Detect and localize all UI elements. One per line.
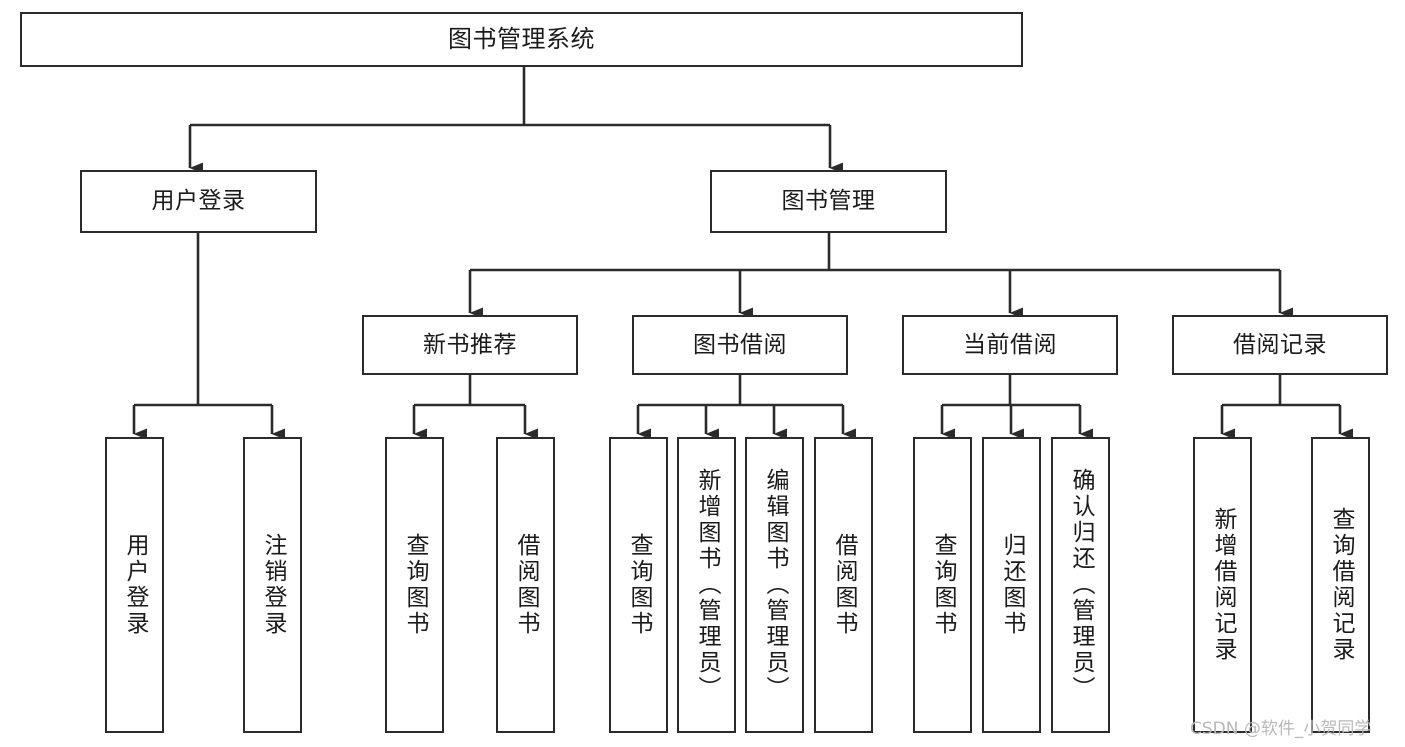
leaf-borrow-book-new-label: 借阅图书 — [513, 533, 539, 637]
leaf-query-book-borrow-label: 查询图书 — [626, 533, 652, 637]
leaf-add-book-admin-label: 新增图书（管理员） — [694, 468, 720, 702]
leaf-edit-book-admin-label: 编辑图书（管理员） — [762, 468, 788, 702]
csdn-watermark: CSDN @软件_小贺同学 — [1190, 719, 1372, 739]
leaf-add-book-admin[interactable]: 新增图书（管理员） — [677, 437, 736, 733]
leaf-query-book-borrow[interactable]: 查询图书 — [609, 437, 668, 733]
node-book-management[interactable]: 图书管理 — [710, 170, 947, 233]
leaf-borrow-book-borrow[interactable]: 借阅图书 — [814, 437, 873, 733]
leaf-borrow-book-new[interactable]: 借阅图书 — [496, 437, 555, 733]
node-new-book-recommendation-label: 新书推荐 — [423, 331, 517, 358]
leaf-edit-book-admin[interactable]: 编辑图书（管理员） — [745, 437, 804, 733]
leaf-user-login[interactable]: 用户登录 — [105, 437, 164, 733]
node-borrowing-record[interactable]: 借阅记录 — [1172, 315, 1388, 375]
leaf-query-borrow-record-label: 查询借阅记录 — [1328, 507, 1354, 663]
leaf-borrow-book-borrow-label: 借阅图书 — [831, 533, 857, 637]
leaf-return-book-label: 归还图书 — [999, 533, 1025, 637]
leaf-query-book-current[interactable]: 查询图书 — [913, 437, 972, 733]
leaf-query-book-current-label: 查询图书 — [930, 533, 956, 637]
leaf-add-borrow-record[interactable]: 新增借阅记录 — [1193, 437, 1252, 733]
node-user-login-label: 用户登录 — [151, 188, 246, 215]
node-root[interactable]: 图书管理系统 — [20, 12, 1023, 67]
node-book-management-label: 图书管理 — [781, 188, 876, 215]
node-current-borrowing-label: 当前借阅 — [963, 331, 1057, 358]
leaf-query-book-new-label: 查询图书 — [402, 533, 428, 637]
leaf-logout-label: 注销登录 — [260, 533, 286, 637]
node-book-borrowing[interactable]: 图书借阅 — [632, 315, 848, 375]
leaf-user-login-label: 用户登录 — [122, 533, 148, 637]
leaf-query-borrow-record[interactable]: 查询借阅记录 — [1311, 437, 1370, 733]
node-book-borrowing-label: 图书借阅 — [693, 331, 787, 358]
node-new-book-recommendation[interactable]: 新书推荐 — [362, 315, 578, 375]
node-current-borrowing[interactable]: 当前借阅 — [902, 315, 1118, 375]
leaf-query-book-new[interactable]: 查询图书 — [385, 437, 444, 733]
node-user-login[interactable]: 用户登录 — [80, 170, 317, 233]
node-root-label: 图书管理系统 — [448, 24, 595, 53]
node-borrowing-record-label: 借阅记录 — [1233, 331, 1327, 358]
leaf-confirm-return-admin-label: 确认归还（管理员） — [1068, 468, 1094, 702]
leaf-confirm-return-admin[interactable]: 确认归还（管理员） — [1051, 437, 1110, 733]
leaf-logout[interactable]: 注销登录 — [243, 437, 302, 733]
leaf-return-book[interactable]: 归还图书 — [982, 437, 1041, 733]
leaf-add-borrow-record-label: 新增借阅记录 — [1210, 507, 1236, 663]
